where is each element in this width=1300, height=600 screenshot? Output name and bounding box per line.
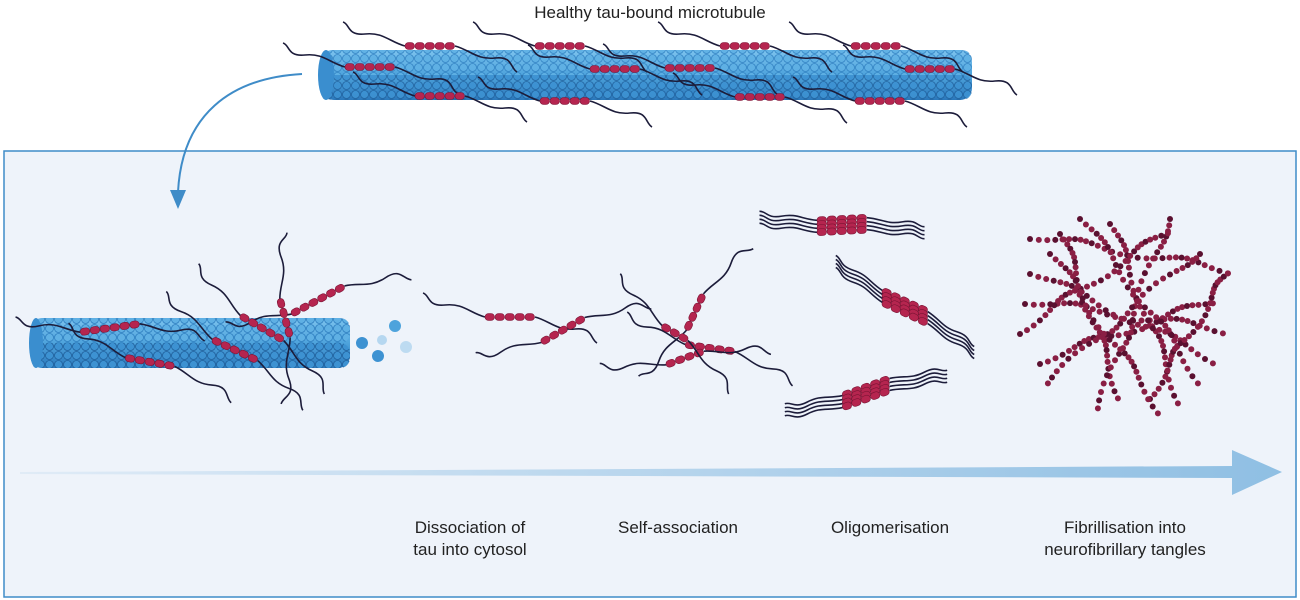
- stage-label-line: Dissociation of: [414, 518, 526, 537]
- tau-protein-icon: [276, 232, 293, 405]
- stage-label-line: Oligomerisation: [830, 518, 950, 537]
- bound-tau-proteins: [282, 21, 1018, 128]
- tau-protein-icon: [842, 44, 1018, 96]
- tau-protein-icon: [672, 72, 848, 124]
- stage-label-fibrillisation: Fibrillisation into neurofibrillary tang…: [1010, 517, 1240, 561]
- tau-protein-icon: [68, 322, 232, 404]
- tau-protein-icon: [657, 21, 833, 73]
- process-panel: [3, 150, 1297, 598]
- tau-protein-icon: [599, 345, 772, 371]
- tau-protein-icon: [475, 302, 652, 358]
- stage-label-self-association: Self-association: [578, 517, 778, 539]
- healthy-microtubule-icon: [318, 50, 972, 100]
- tau-protein-icon: [477, 76, 653, 128]
- stage-label-line: Fibrillisation into: [1064, 518, 1186, 537]
- neurofibrillary-tangle-icon: [1017, 216, 1231, 417]
- tau-protein-icon: [759, 222, 925, 240]
- detaching-tau-proteins: [15, 232, 412, 411]
- stage-label-dissociation: Dissociation of tau into cytosol: [370, 517, 570, 561]
- tau-protein-icon: [619, 273, 730, 395]
- tau-protein-icon: [637, 247, 754, 377]
- stage-label-oligomerisation: Oligomerisation: [790, 517, 990, 539]
- tau-protein-icon: [835, 266, 975, 360]
- tau-protein-icon: [282, 42, 458, 94]
- stage-label-line: neurofibrillary tangles: [1044, 540, 1206, 559]
- tau-protein-icon: [472, 21, 648, 73]
- progress-arrow-icon: [20, 450, 1282, 495]
- tau-protein-icon: [15, 316, 206, 342]
- tau-protein-icon: [788, 21, 964, 73]
- tau-protein-icon: [342, 21, 518, 73]
- tau-protein-icon: [422, 292, 598, 344]
- tau-protein-icon: [197, 263, 326, 395]
- free-tau-monomers: [422, 292, 652, 358]
- stage-label-line: tau into cytosol: [413, 540, 527, 559]
- tau-oligomers: [759, 210, 975, 418]
- tau-protein-icon: [165, 290, 304, 411]
- stage-label-line: Self-association: [617, 518, 738, 537]
- tau-protein-icon: [602, 43, 778, 95]
- diagram-title: Healthy tau-bound microtubule: [534, 3, 766, 22]
- tau-protein-icon: [352, 71, 528, 123]
- tau-protein-icon: [792, 76, 968, 128]
- tau-protein-icon: [784, 380, 948, 418]
- curved-arrow-icon: [170, 73, 303, 209]
- self-associated-tau: [599, 247, 794, 395]
